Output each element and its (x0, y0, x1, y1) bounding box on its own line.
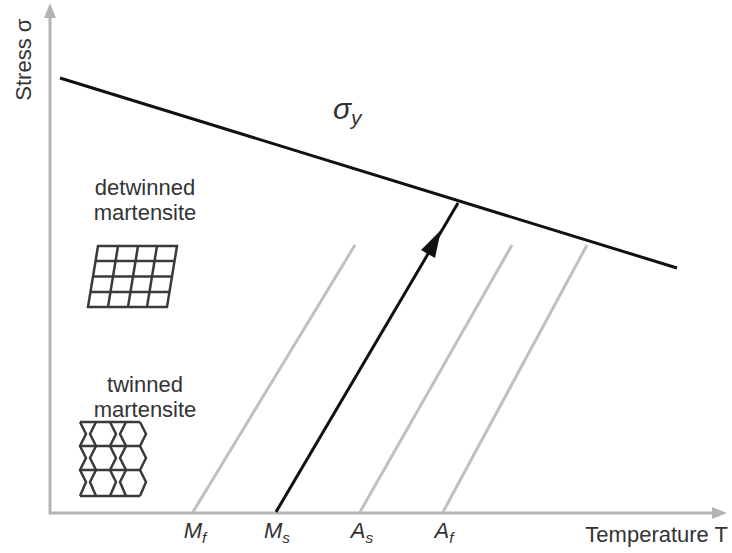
phase-label: twinned martensite (70, 372, 220, 423)
axes (49, 14, 716, 514)
yield-symbol: σy (333, 92, 362, 130)
temperature-symbol: Af (435, 518, 454, 546)
detwinned-lattice-icon (88, 246, 177, 307)
twinned-lattice-icon (80, 422, 146, 496)
axis-arrow (44, 3, 56, 18)
yield-line (60, 78, 677, 268)
loading-path (276, 203, 458, 512)
temperature-symbol: Mf (184, 518, 207, 546)
axis-label: Stress σ (11, 19, 36, 101)
temperature-symbol: As (351, 518, 373, 546)
axis-arrow (712, 507, 727, 519)
axis-label: Temperature T (585, 522, 728, 547)
path-arrowhead (421, 230, 441, 258)
temperature-symbol: Ms (264, 518, 290, 546)
transformation-lines (193, 245, 587, 512)
phase-label: detwinned martensite (70, 175, 220, 226)
